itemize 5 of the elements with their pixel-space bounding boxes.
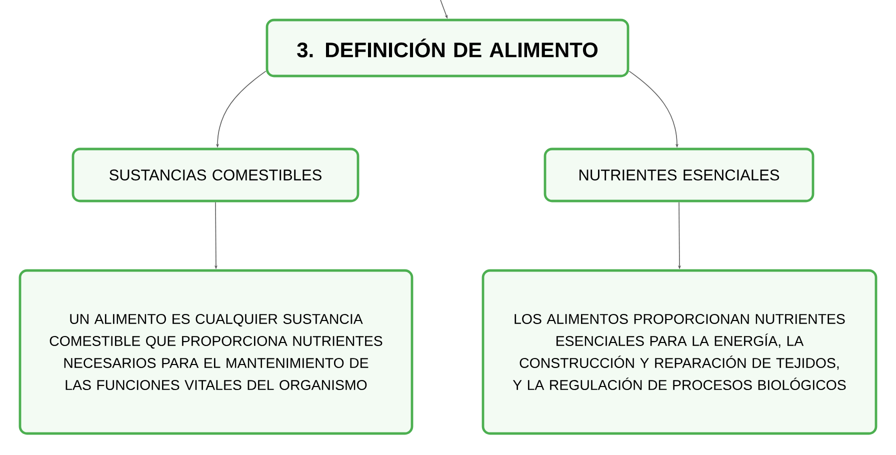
topic-box: SUSTANCIAS COMESTIBLES bbox=[72, 148, 360, 202]
title-box: 3. DEFINICIÓN DE ALIMENTO bbox=[266, 18, 630, 78]
description-box: LOS ALIMENTOS PROPORCIONAN NUTRIENTES ESENCIALES PARA LA ENERGÍA, LA CONSTRUCCIÓN Y REPARACIÓN DE TEJIDOS, Y LA REGULACIÓN DE PROCESOS BIOLÓGICOS bbox=[482, 269, 878, 435]
topic-box: NUTRIENTES ESENCIALES bbox=[544, 148, 814, 202]
description-box: UN ALIMENTO ES CUALQUIER SUSTANCIA COMESTIBLE QUE PROPORCIONA NUTRIENTES NECESARIOS PARA EL MANTENIMIENTO DE LAS FUNCIONES VITALES DEL ORGANISMO bbox=[18, 269, 414, 435]
